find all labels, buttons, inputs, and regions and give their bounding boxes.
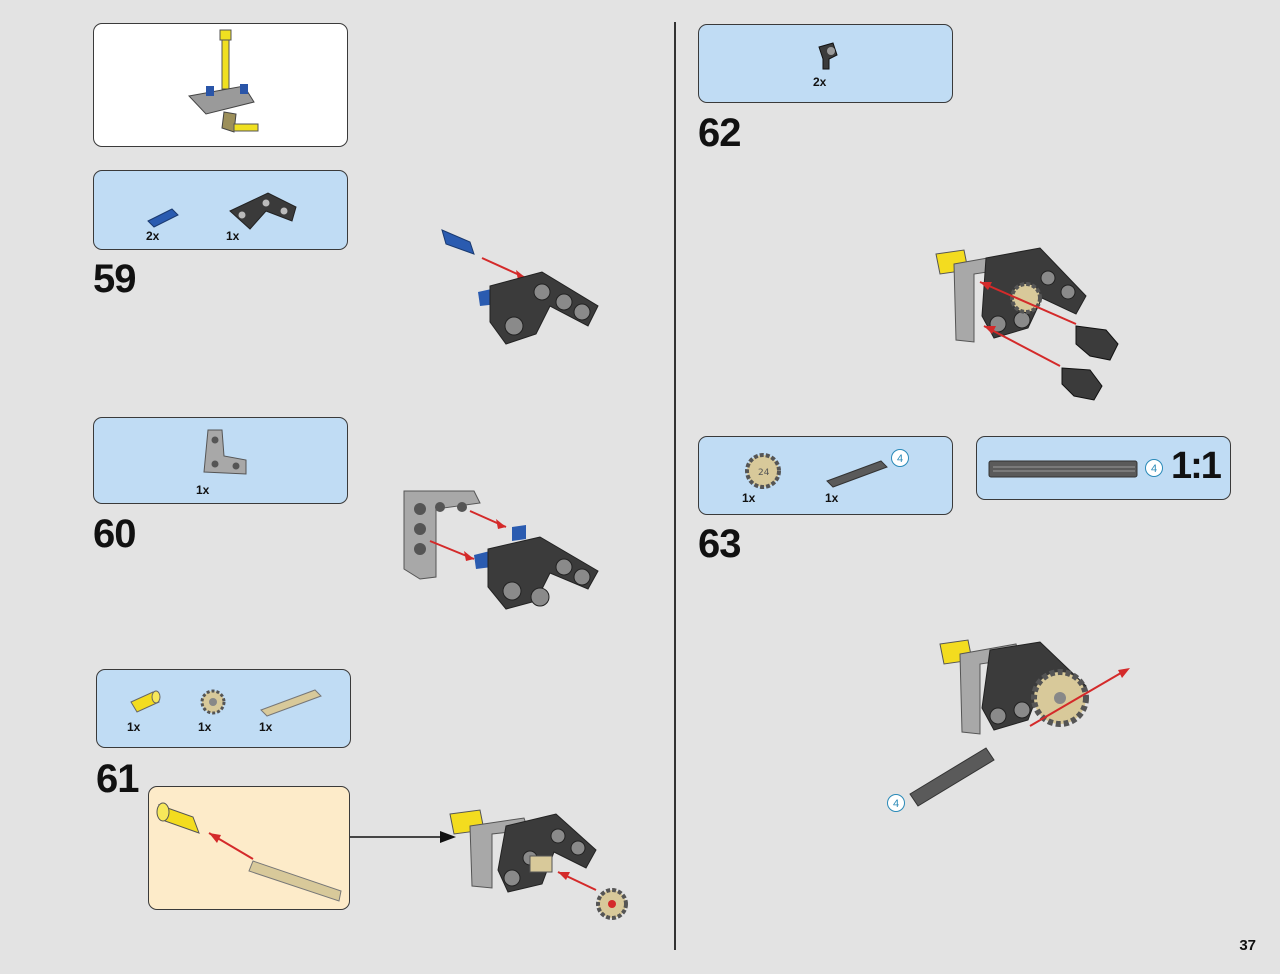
step-61-parts-box: 1x 1x 1x: [96, 669, 351, 748]
part-qty: 1x: [198, 720, 212, 734]
part-qty: 1x: [825, 491, 839, 505]
subassembly-pointer-arrow: [350, 831, 456, 843]
step-59-illustration: [441, 229, 599, 345]
part-qty: 2x: [813, 75, 827, 89]
step-number-60: 60: [93, 512, 136, 556]
blue-pin-part: [147, 208, 179, 228]
scale-axle-illustration: [988, 460, 1138, 478]
axle-length-badge: 4: [1145, 459, 1163, 477]
step-60-parts-box: 1x: [93, 417, 348, 504]
step-63-illustration: [909, 639, 1130, 807]
step-number-61: 61: [96, 757, 139, 801]
dark-grey-axle-part: [826, 460, 888, 488]
black-liftarm-part: [229, 192, 297, 230]
yellow-connector-part: [130, 690, 161, 713]
svg-text:24: 24: [758, 468, 770, 478]
previous-result-box: [93, 23, 348, 147]
part-qty: 1x: [226, 229, 240, 243]
step-62-parts-box: 2x: [698, 24, 953, 103]
step-63-parts-box: 24 1x 4 1x: [698, 436, 953, 515]
part-qty: 2x: [146, 229, 160, 243]
axle-scale-box: 4 1:1: [976, 436, 1231, 500]
step-61-subassembly-box: [148, 786, 350, 910]
axle-length-badge: 4: [887, 794, 905, 812]
column-divider: [674, 22, 676, 950]
step-61-illustration: [449, 809, 628, 920]
part-qty: 1x: [196, 483, 210, 497]
scale-label: 1:1: [1171, 445, 1222, 487]
step-60-illustration: [403, 490, 599, 610]
tan-gear-24-part: 24: [745, 453, 781, 489]
step-62-illustration: [935, 247, 1119, 401]
part-qty: 1x: [127, 720, 141, 734]
tan-axle-part: [260, 689, 322, 717]
step-number-59: 59: [93, 257, 136, 301]
subassembly-illustration: [156, 802, 342, 902]
tan-gear-part: [200, 689, 226, 715]
step-number-63: 63: [698, 522, 741, 566]
step-59-parts-box: 2x 1x: [93, 170, 348, 250]
model-preview-illustration: [188, 29, 259, 133]
axle-length-badge: 4: [891, 449, 909, 467]
page-number: 37: [1239, 937, 1256, 954]
grey-angle-beam-part: [203, 429, 247, 475]
step-number-62: 62: [698, 111, 741, 155]
black-pin-connector-part: [818, 42, 838, 70]
part-qty: 1x: [742, 491, 756, 505]
part-qty: 1x: [259, 720, 273, 734]
